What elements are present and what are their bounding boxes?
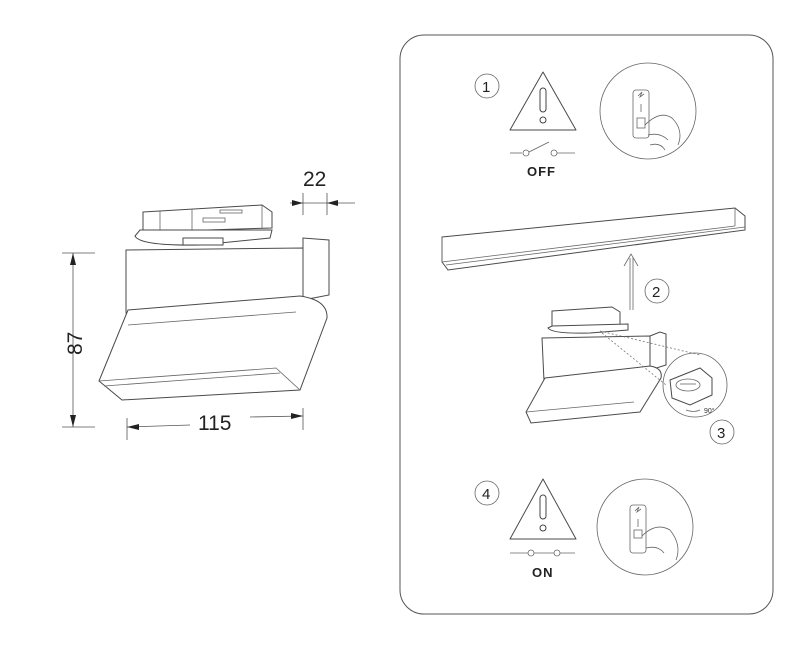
switch-on-label: ON [532,565,554,580]
step-number: 2 [652,284,660,301]
dimension-height: 87 [62,252,95,428]
dimension-length-label: 115 [198,412,231,435]
lamp-body-side [302,237,330,301]
step-number: 3 [717,425,725,442]
dimension-length: 115 [126,408,304,440]
step-2-track-mounting: 2 [441,207,746,310]
arrow-up-icon [623,253,639,310]
rotation-angle-label: 90° [704,407,715,415]
warning-icon [509,71,577,131]
lamp-head [98,295,328,401]
step-number: 4 [482,486,490,503]
switch-closed-icon [510,549,575,557]
track-adapter [142,204,273,233]
lamp-body-side [649,331,667,371]
step-3-lock-adapter: 90° 3 [525,306,735,445]
switch-off-label: OFF [527,164,556,179]
warning-icon [509,478,577,540]
adapter-detail-icon: 90° [662,352,728,418]
switch-open-icon [510,141,575,157]
dimension-height-label: 87 [64,332,87,355]
step-number-circle [474,73,500,99]
dimension-width-label: 22 [303,168,326,191]
dimensioned-lamp-drawing [98,204,330,401]
step-1-power-off: 1 OFF [474,62,697,179]
hand-switch-off-icon [599,62,697,160]
dimension-width: 22 [290,168,355,215]
step-number: 1 [482,79,490,96]
hand-switch-on-icon [596,478,694,576]
step-4-power-on: 4 ON [474,478,694,580]
